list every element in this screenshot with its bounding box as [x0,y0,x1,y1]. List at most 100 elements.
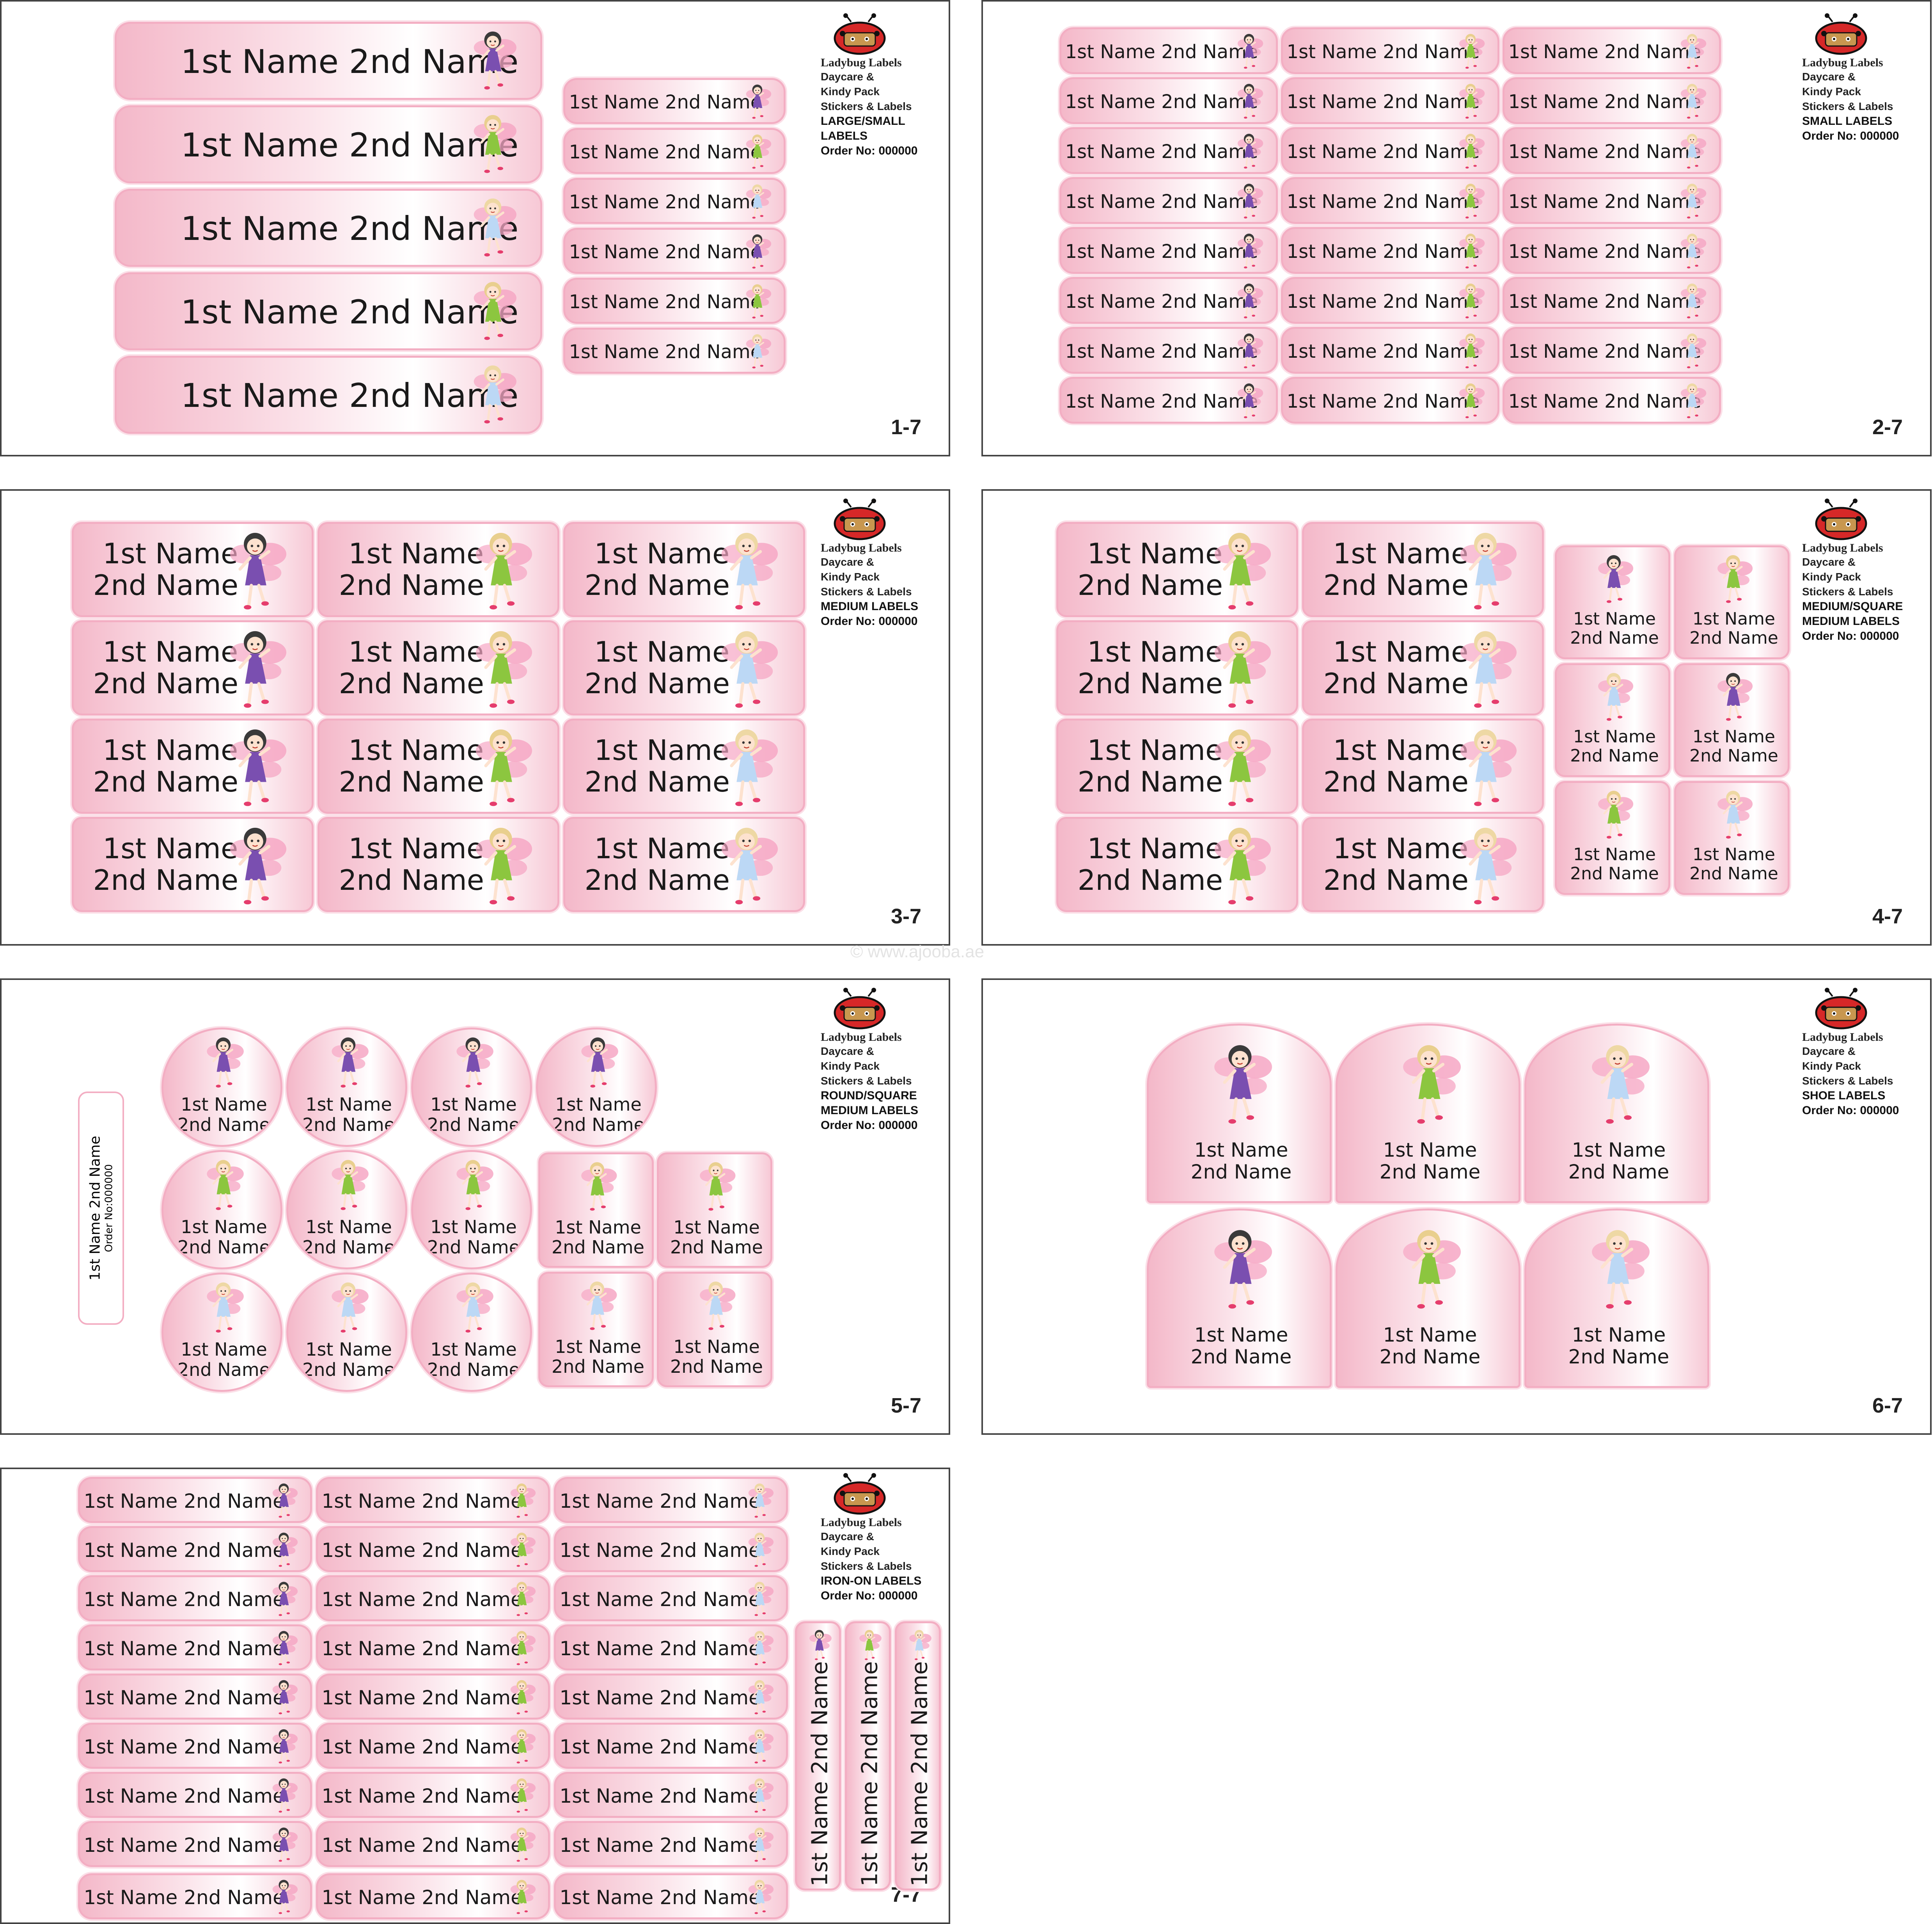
name-label: 1st Name 2nd Name [1059,377,1278,424]
fairy-green-icon [1215,631,1271,708]
label-second-name: 2nd Name [1190,1345,1292,1368]
name-label: 1st Name 2nd Name [316,1674,550,1720]
label-second-name: 2nd Name [552,1356,644,1377]
label-name: 1st Name 2nd Name [83,1686,285,1709]
order-number: Order No: 000000 [821,1589,918,1602]
label-name: 1st Name 2nd Name [559,1735,761,1758]
label-first-name: 1st Name [1087,635,1223,669]
fairy-green-icon [510,1827,536,1862]
label-name: 1st Name 2nd Name [1286,291,1480,312]
name-label: 1st Name 2nd Name [78,1723,312,1769]
fairy-blue-icon [1460,827,1517,904]
label-name: 1st Name 2nd Name [1065,91,1258,113]
name-label: 1st Name 2nd Name [316,1723,550,1769]
label-second-name: 2nd Name [1077,863,1223,896]
label-type-line: MEDIUM/SQUARE [1802,600,1903,613]
label-first-name: 1st Name [430,1339,517,1360]
name-label: 1st Name 2nd Name [1059,127,1278,174]
label-name: 1st Name 2nd Name [1065,41,1258,63]
sheet-number: 6-7 [1872,1394,1903,1417]
fairy-purple-icon [272,1483,298,1518]
fairy-green-icon [510,1483,536,1518]
fairy-blue-icon [331,1282,369,1333]
name-label: 1st Name 2nd Name [554,1772,788,1818]
label-name: 1st Name 2nd Name [181,126,519,164]
label-name: 1st Name 2nd Name [907,1661,933,1887]
fairy-purple-icon [1237,183,1263,219]
label-name: 1st Name 2nd Name [83,1489,285,1512]
fairy-green-icon [1403,1230,1461,1309]
label-name: 1st Name 2nd Name [569,341,762,363]
label-second-name: 2nd Name [1379,1345,1481,1368]
fairy-green-icon [700,1162,736,1211]
name-label: 1st Name 2nd Name [1281,327,1499,374]
fairy-purple-icon [272,1778,298,1813]
label-second-name: 2nd Name [302,1236,395,1258]
label-second-name: 2nd Name [427,1236,520,1258]
name-label: 1st Name 2nd Name [78,1624,312,1670]
fairy-blue-icon [722,827,778,904]
label-first-name: 1st Name [1573,609,1656,629]
label-second-name: 2nd Name [584,863,730,896]
label-second-name: 2nd Name [1568,1160,1669,1183]
fairy-purple-icon [474,31,516,90]
label-second-name: 2nd Name [93,765,239,798]
label-name: 1st Name 2nd Name [569,141,762,163]
fairy-blue-icon [1680,133,1707,169]
brand-company: Ladybug Labels [1802,541,1883,554]
ladybug-logo-icon [1815,499,1867,540]
fairy-green-icon [331,1160,369,1210]
brand-line1: Daycare & [821,1045,874,1057]
label-name: 1st Name 2nd Name [1508,141,1701,163]
name-label: 1st Name 2nd Name [1503,77,1721,124]
brand-line1: Daycare & [821,71,874,83]
name-label: 1st Name 2nd Name [554,1674,788,1720]
label-name: 1st Name 2nd Name [1508,91,1701,113]
label-first-name: 1st Name [1333,734,1469,767]
fairy-purple-icon [272,1581,298,1616]
order-number: Order No: 000000 [1802,130,1899,142]
name-label: 1st Name 2nd Name [563,78,786,124]
fairy-purple-icon [272,1532,298,1567]
label-first-name: 1st Name [305,1094,392,1115]
name-label: 1st Name 2nd Name [554,1624,788,1670]
label-first-name: 1st Name [1572,1138,1666,1161]
label-name: 1st Name 2nd Name [181,293,519,331]
name-label: 1st Name 2nd Name [115,189,542,267]
fairy-blue-icon [1680,83,1707,119]
name-label: 1st Name 2nd Name [1059,77,1278,124]
fairy-green-icon [859,1630,882,1660]
fairy-green-icon [510,1532,536,1567]
label-first-name: 1st Name [555,1336,641,1357]
fairy-green-icon [474,282,516,340]
label-second-name: 2nd Name [93,568,239,602]
label-name: 1st Name 2nd Name [321,1489,523,1512]
label-first-name: 1st Name [1692,609,1775,629]
fairy-purple-icon [230,631,287,708]
fairy-green-icon [1215,729,1271,806]
label-type-line: LARGE/SMALL [821,115,905,128]
name-label: 1st Name 2nd Name [115,272,542,350]
fairy-green-icon [1215,827,1271,904]
fairy-blue-icon [746,184,772,219]
label-name: 1st Name 2nd Name [1065,341,1258,362]
name-label: 1st Name 2nd Name [1059,177,1278,224]
label-first-name: 1st Name [1572,1323,1666,1346]
sheet-number: 5-7 [891,1394,921,1417]
fairy-green-icon [1459,333,1485,369]
